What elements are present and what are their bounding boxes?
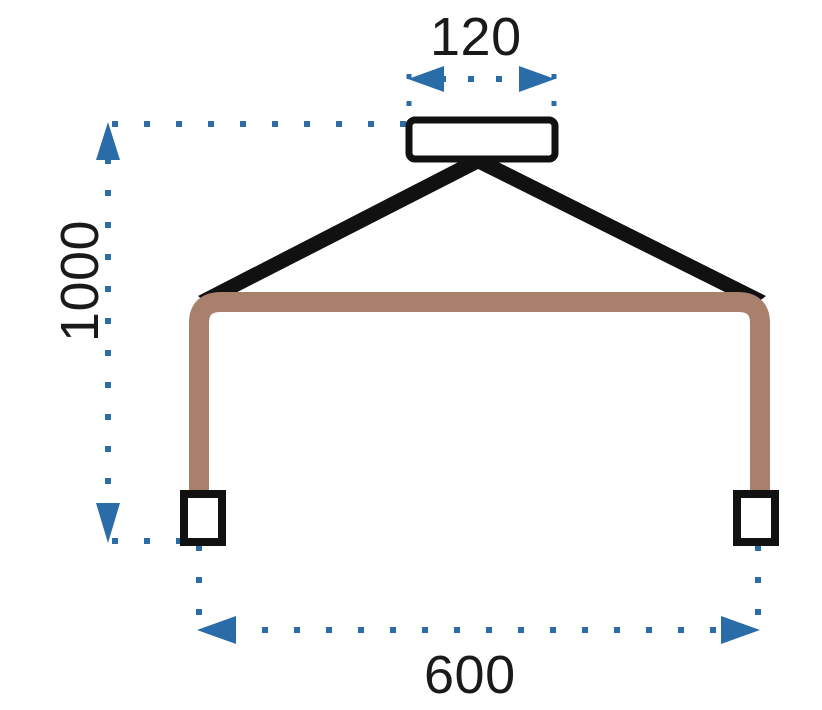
top-plate (405, 116, 559, 163)
height-top-arrowhead (96, 122, 120, 160)
right-foot (733, 490, 779, 546)
brown-frame-u (189, 292, 770, 503)
brace-assembly (195, 152, 768, 311)
left-foot (180, 490, 226, 546)
bottom-width-right-arrowhead (721, 616, 760, 644)
top-width-left-arrowhead (408, 66, 444, 92)
left-brace (198, 152, 490, 306)
brace-outline-helper (195, 155, 768, 311)
bottom-width-left-arrowhead (197, 616, 236, 644)
height-bottom-arrowhead (96, 503, 120, 543)
top-width-right-arrowhead (519, 66, 555, 92)
right-brace (466, 152, 766, 306)
dimension-label-overall-width: 600 (424, 645, 516, 705)
dimension-label-overall-height: 1000 (50, 219, 111, 343)
dimension-label-top-width: 120 (430, 7, 522, 67)
